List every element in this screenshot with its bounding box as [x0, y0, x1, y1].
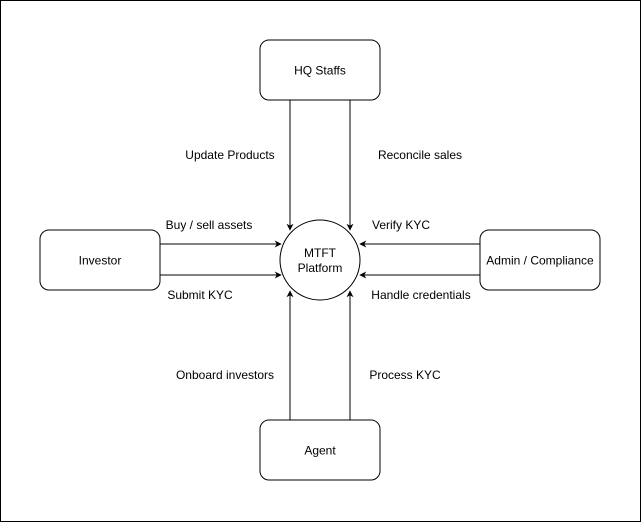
node-mtft-platform-label-line2: Platform	[298, 261, 343, 275]
edge-label-update-products: Update Products	[185, 148, 274, 162]
edge-label-handle-credentials: Handle credentials	[371, 288, 470, 302]
node-admin-compliance-label: Admin / Compliance	[486, 254, 594, 268]
node-hq-staffs-label: HQ Staffs	[294, 64, 346, 78]
node-hq-staffs[interactable]: HQ Staffs	[259, 39, 381, 101]
edge-label-reconcile-sales: Reconcile sales	[378, 148, 462, 162]
node-admin-compliance[interactable]: Admin / Compliance	[479, 229, 601, 291]
node-mtft-platform-label-line1: MTFT	[304, 246, 337, 260]
edge-label-buy-sell-assets: Buy / sell assets	[166, 218, 253, 232]
node-agent-box	[259, 419, 381, 481]
node-admin-compliance-box	[479, 229, 601, 291]
node-mtft-platform[interactable]: MTFT Platform	[279, 219, 361, 301]
node-agent-label: Agent	[304, 444, 336, 458]
node-hq-staffs-box	[259, 39, 381, 101]
edge-label-verify-kyc: Verify KYC	[372, 218, 430, 232]
edge-label-onboard-investors: Onboard investors	[176, 368, 274, 382]
node-investor[interactable]: Investor	[39, 229, 161, 291]
edge-label-submit-kyc: Submit KYC	[167, 288, 233, 302]
node-investor-box	[39, 229, 161, 291]
node-agent[interactable]: Agent	[259, 419, 381, 481]
connectors	[160, 100, 480, 420]
node-mtft-platform-circle	[279, 219, 361, 301]
edge-label-process-kyc: Process KYC	[369, 368, 441, 382]
node-investor-label: Investor	[79, 254, 122, 268]
